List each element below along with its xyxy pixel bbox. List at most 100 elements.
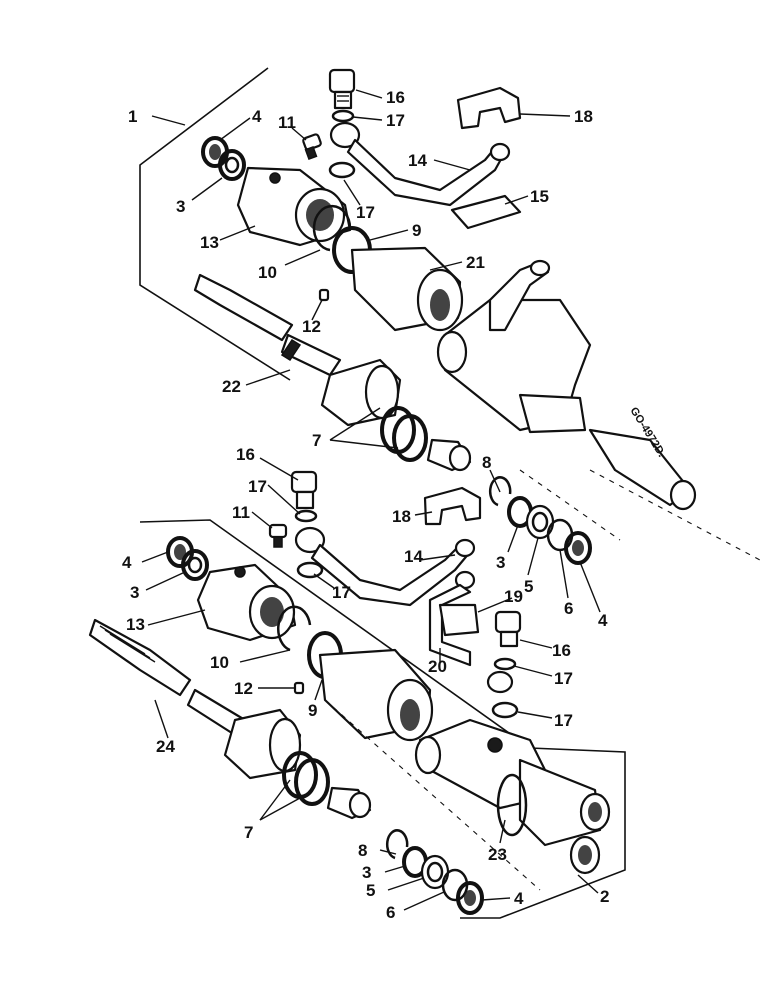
- callout-17: 17: [554, 711, 573, 730]
- callout-3: 3: [176, 197, 185, 216]
- part-22-piston-rod: [193, 273, 342, 377]
- part-8-circlip-b2: [385, 829, 409, 860]
- part-10-circlip-b: [277, 605, 312, 652]
- part-barrel-b: [318, 648, 434, 742]
- callout-9: 9: [412, 221, 421, 240]
- callout-4: 4: [598, 611, 608, 630]
- part-14-pipe: [329, 121, 511, 207]
- callout-11: 11: [232, 503, 250, 522]
- part-4-seal-b1: [564, 531, 592, 565]
- part-piston-top: [320, 358, 402, 427]
- assembly-2-bracket: [139, 519, 626, 919]
- part-13-cylinder-head-top: [236, 166, 352, 247]
- part-insert-top: [426, 438, 472, 472]
- part-4-seal-b3: [456, 881, 484, 915]
- callout-4: 4: [122, 553, 132, 572]
- callout-10: 10: [210, 653, 229, 672]
- callout-6: 6: [564, 599, 573, 618]
- callout-14: 14: [404, 547, 423, 566]
- part-18-clip: [456, 86, 522, 130]
- callout-22: 22: [222, 377, 241, 396]
- callout-4: 4: [514, 889, 524, 908]
- part-7-piston-seals-top: [380, 406, 428, 462]
- callout-18: 18: [392, 507, 411, 526]
- part-3-ring-b2: [181, 549, 209, 581]
- part-17-washer-b4: [491, 701, 519, 719]
- axis-line-b: [324, 699, 541, 891]
- part-3-ring-top: [218, 149, 246, 181]
- part-13-cylinder-head-b: [196, 563, 297, 642]
- part-piston-b: [223, 708, 302, 780]
- part-11-grease-nipple-b: [268, 523, 288, 548]
- callout-18: 18: [574, 107, 593, 126]
- part-16-banjo-bolt-b2: [494, 610, 522, 648]
- callout-12: 12: [302, 317, 321, 336]
- callout-10: 10: [258, 263, 277, 282]
- part-16-banjo-bolt-b1: [290, 470, 318, 510]
- part-18-clip-b: [423, 486, 482, 526]
- callout-labels: 1 4 11 16 17 18 14 3 15 17 13 9 10 21 12…: [122, 88, 609, 922]
- callout-13: 13: [126, 615, 145, 634]
- part-15-plate: [450, 194, 522, 230]
- part-11-grease-nipple: [302, 133, 322, 161]
- callout-24: 24: [156, 737, 175, 756]
- callout-17: 17: [248, 477, 267, 496]
- part-4-seal-top: [201, 136, 229, 168]
- callout-11: 11: [278, 113, 296, 132]
- part-6-oring-b1: [546, 518, 574, 552]
- assembly-1-bracket: [139, 67, 291, 381]
- callout-21: 21: [466, 253, 485, 272]
- leader-lines-bottom: [141, 457, 601, 911]
- callout-17: 17: [386, 111, 405, 130]
- callout-5: 5: [524, 577, 533, 596]
- callout-3: 3: [496, 553, 505, 572]
- part-17-washer-lower: [328, 161, 356, 179]
- axis-line-b2: [519, 469, 621, 541]
- callout-17: 17: [332, 583, 351, 602]
- callout-2: 2: [600, 887, 609, 906]
- callout-5: 5: [366, 881, 375, 900]
- callout-13: 13: [200, 233, 219, 252]
- callout-15: 15: [530, 187, 549, 206]
- part-12-pin-top: [318, 288, 330, 302]
- callout-4: 4: [252, 107, 262, 126]
- callout-23: 23: [488, 845, 507, 864]
- callout-16: 16: [386, 88, 405, 107]
- assembly-2-group: [88, 457, 626, 919]
- callout-6: 6: [386, 903, 395, 922]
- callout-3: 3: [130, 583, 139, 602]
- part-17-washer-b3: [493, 657, 517, 671]
- part-20-pipe-b: [428, 570, 480, 667]
- part-14-pipe-b: [294, 526, 476, 607]
- callout-16: 16: [236, 445, 255, 464]
- part-17-washer-b1: [294, 509, 318, 523]
- callout-14: 14: [408, 151, 427, 170]
- callout-3: 3: [362, 863, 371, 882]
- part-12-pin-b: [293, 681, 305, 695]
- callout-19: 19: [504, 587, 523, 606]
- callout-12: 12: [234, 679, 253, 698]
- callout-8: 8: [358, 841, 367, 860]
- part-16-banjo-bolt: [328, 68, 356, 110]
- callout-17: 17: [554, 669, 573, 688]
- callout-8: 8: [482, 453, 491, 472]
- callout-16: 16: [552, 641, 571, 660]
- assembly-1-group: GO-4972D.: [139, 67, 761, 561]
- callout-9: 9: [308, 701, 317, 720]
- callout-7: 7: [312, 431, 321, 450]
- part-21-barrel: [350, 246, 464, 332]
- part-17-washer-upper: [331, 109, 355, 123]
- leader-lines-top: [151, 89, 571, 449]
- callout-7: 7: [244, 823, 253, 842]
- callout-1: 1: [128, 107, 137, 126]
- part-cylinder-body-b: [414, 718, 611, 875]
- part-24-piston-rod: [88, 618, 247, 737]
- part-10-circlip-top: [312, 204, 352, 252]
- part-cylinder-body-top: [436, 259, 697, 511]
- callout-20: 20: [428, 657, 447, 676]
- callout-17: 17: [356, 203, 375, 222]
- part-7-piston-seals-b: [282, 751, 330, 806]
- part-insert-b: [326, 786, 372, 820]
- part-17-washer-b2: [296, 561, 324, 579]
